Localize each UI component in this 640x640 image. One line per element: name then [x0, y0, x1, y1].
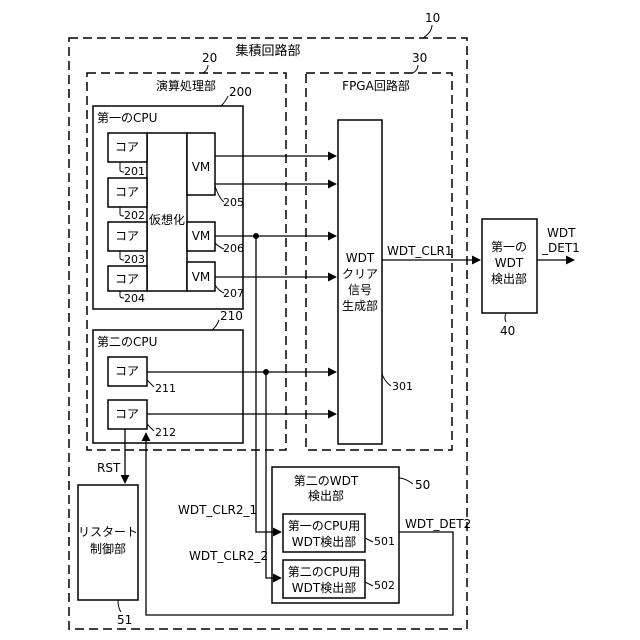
first-wdt-detector: 第一の WDT 検出部 40: [482, 219, 537, 338]
wdt-clear-generator-line-3: 信号: [348, 283, 372, 297]
core-204-ref: 204: [124, 292, 145, 305]
second-cpu-title: 第二のCPU: [97, 335, 157, 349]
first-cpu-ref: 200: [229, 85, 252, 99]
cpu2-wdt-detector-line-1: 第二のCPU用: [288, 565, 360, 579]
core-204-label: コア: [115, 272, 139, 286]
wdt-clear-generator-line-1: WDT: [346, 251, 375, 265]
wdt-clr2-1-label: WDT_CLR2_1: [178, 503, 257, 517]
first-wdt-detector-ref-leader: [505, 313, 506, 322]
wdt-det1-label-2: _DET1: [541, 241, 580, 255]
core-201-label: コア: [115, 140, 139, 154]
processing-unit-ref-leader: [203, 65, 208, 73]
core-211-label: コア: [115, 364, 139, 378]
processing-unit-title: 演算処理部: [156, 78, 216, 93]
wdt-det2-label: WDT_DET2: [405, 517, 471, 531]
rst-label: RST: [97, 461, 121, 475]
cpu1-wdt-detector-line-1: 第一のCPU用: [288, 519, 360, 533]
wdt-clr2-2-label: WDT_CLR2_2: [189, 549, 268, 563]
vm-207-label: VM: [192, 270, 211, 284]
restart-controller-ref: 51: [117, 613, 132, 627]
wdt-det1-label-1: WDT: [547, 226, 576, 240]
fpga-ref-leader: [413, 65, 418, 73]
vm-206-label: VM: [192, 229, 211, 243]
core-202-label: コア: [115, 185, 139, 199]
second-wdt-detector-title-2: 検出部: [308, 488, 344, 503]
cpu2-wdt-detector-line-2: WDT検出部: [292, 580, 356, 595]
second-wdt-detector: 第二のWDT 検出部 50 第一のCPU用 WDT検出部 501 第二のCPU用…: [272, 467, 430, 603]
vm-207-ref: 207: [223, 287, 244, 300]
vm-206-ref: 206: [223, 242, 244, 255]
second-wdt-detector-title-1: 第二のWDT: [294, 474, 359, 488]
first-wdt-detector-line-3: 検出部: [491, 271, 527, 286]
core-211-ref: 211: [155, 382, 176, 395]
restart-controller-line-1: リスタート: [78, 525, 138, 539]
vm-205-label: VM: [192, 160, 211, 174]
first-wdt-detector-line-1: 第一の: [491, 240, 527, 254]
cpu1-wdt-detector-line-2: WDT検出部: [292, 534, 356, 549]
first-wdt-detector-ref: 40: [500, 324, 515, 338]
integrated-circuit-ref-leader: [423, 25, 432, 38]
second-wdt-detector-ref: 50: [415, 478, 430, 492]
first-cpu-block: 第一のCPU 200 仮想化 コア 201 コア 202 コア 203 コア 2…: [93, 85, 252, 309]
vm-205-ref: 205: [223, 196, 244, 209]
integrated-circuit-title: 集積回路部: [235, 43, 300, 59]
integrated-circuit-ref: 10: [425, 11, 440, 25]
cpu1-wdt-detector-ref: 501: [374, 535, 395, 548]
fpga-ref: 30: [412, 51, 427, 65]
core-202-ref: 202: [124, 209, 145, 222]
virtualization-layer: [147, 133, 187, 291]
first-cpu-ref-leader: [221, 96, 228, 106]
core-203-ref: 203: [124, 253, 145, 266]
restart-controller: リスタート 制御部 51: [78, 485, 138, 627]
virtualization-label: 仮想化: [149, 212, 185, 227]
wdt-clear-generator-ref-leader: [382, 374, 391, 386]
restart-controller-line-2: 制御部: [90, 541, 126, 556]
wdt-clear-generator: WDT クリア 信号 生成部 301: [338, 120, 413, 444]
wdt-clear-generator-ref: 301: [392, 380, 413, 393]
core-203-label: コア: [115, 229, 139, 243]
core-201-ref: 201: [124, 165, 145, 178]
first-cpu-title: 第一のCPU: [97, 111, 157, 125]
second-cpu-ref: 210: [220, 309, 243, 323]
cpu2-wdt-detector-ref: 502: [374, 579, 395, 592]
second-cpu-block: 第二のCPU 210 コア 211 コア 212: [93, 309, 243, 443]
wdt-clear-generator-line-2: クリア: [342, 267, 378, 281]
core-212-ref: 212: [155, 426, 176, 439]
core-212-label: コア: [115, 407, 139, 421]
processing-unit-ref: 20: [202, 51, 217, 65]
fpga-title: FPGA回路部: [342, 78, 410, 93]
wdt-clear-generator-box: [338, 120, 382, 444]
second-cpu-ref-leader: [212, 320, 219, 330]
wdt-clear-generator-line-4: 生成部: [342, 298, 378, 313]
restart-controller-ref-leader: [118, 600, 121, 612]
second-wdt-detector-ref-leader: [399, 478, 413, 484]
first-wdt-detector-line-2: WDT: [495, 256, 524, 270]
wdt-clr1-label: WDT_CLR1: [387, 244, 452, 258]
